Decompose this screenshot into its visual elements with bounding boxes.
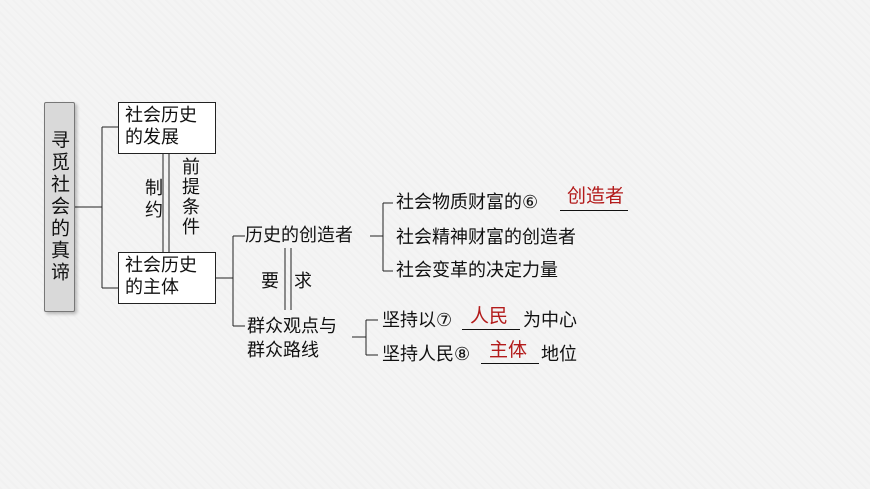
subject-status-prefix: 坚持人民⑧ — [382, 344, 471, 365]
require-label-2: 求 — [294, 271, 312, 292]
mass-line-node-line2: 群众路线 — [247, 340, 319, 361]
prerequisite-label: 前提条件 — [179, 157, 200, 237]
subject-status-suffix: 地位 — [541, 344, 577, 365]
people-center-prefix: 坚持以⑦ — [382, 310, 453, 331]
creator-node: 历史的创造者 — [245, 225, 353, 246]
answer-7-blank — [462, 329, 520, 330]
answer-7: 人民 — [470, 305, 509, 327]
constrain-label: 制约 — [142, 178, 163, 222]
mass-line-node-line1: 群众观点与 — [247, 316, 337, 337]
root-node: 寻觅社会的真谛 — [44, 102, 75, 312]
root-title: 寻觅社会的真谛 — [48, 130, 70, 284]
subject-label: 社会历史的主体 — [125, 255, 197, 298]
development-node: 社会历史的发展 — [118, 102, 216, 154]
material-wealth-item: 社会物质财富的⑥ — [396, 192, 539, 213]
answer-8-blank — [481, 363, 539, 364]
answer-8: 主体 — [489, 339, 528, 361]
people-center-suffix: 为中心 — [523, 310, 577, 331]
subject-node: 社会历史的主体 — [118, 252, 216, 304]
decisive-force-item: 社会变革的决定力量 — [396, 260, 558, 281]
spiritual-wealth-item: 社会精神财富的创造者 — [396, 227, 576, 248]
answer-6-blank — [560, 210, 628, 211]
development-label: 社会历史的发展 — [125, 105, 197, 148]
answer-6: 创造者 — [567, 185, 625, 207]
require-label-1: 要 — [261, 271, 279, 292]
